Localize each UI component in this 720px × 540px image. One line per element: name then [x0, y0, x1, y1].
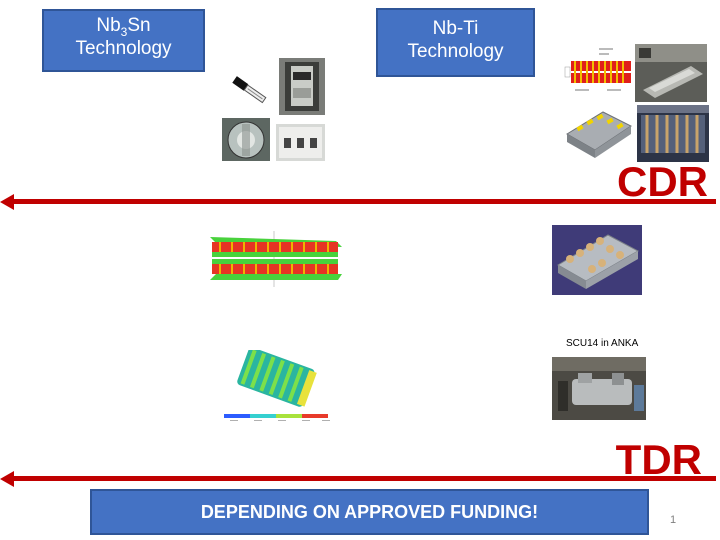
- tdr-milestone-label: TDR: [615, 436, 702, 483]
- tdr-arrowhead: [0, 471, 14, 487]
- cross-section-photo: [222, 118, 270, 161]
- nb3sn-technology-label: Technology: [75, 38, 172, 59]
- coil-winding-photo: [279, 58, 325, 115]
- cdr-arrowhead: [0, 194, 14, 210]
- scu-assembly-render-image: [552, 225, 642, 295]
- nb3sn-technology-box: Nb3Sn Technology: [42, 9, 205, 72]
- funding-note-box: DEPENDING ON APPROVED FUNDING!: [90, 489, 649, 535]
- nb3sn-label: Nb3Sn: [96, 15, 151, 39]
- nbti-label: Nb-Ti: [432, 18, 479, 39]
- page-number: 1: [670, 514, 677, 526]
- scu14-caption: SCU14 in ANKA: [566, 338, 639, 349]
- nbti-yoke-render-image: [563, 104, 635, 161]
- cdr-milestone-label: CDR: [617, 158, 708, 205]
- nbti-coil-drawing-image: [563, 45, 633, 100]
- nbti-technology-box: Nb-Ti Technology: [376, 8, 535, 77]
- field-simulation-render-image: [218, 350, 336, 424]
- nbti-cryostat-photo: [637, 105, 709, 162]
- nbti-technology-label: Technology: [407, 41, 504, 62]
- nbti-lab-photo: [635, 44, 707, 102]
- tdr-arrow: [10, 476, 716, 481]
- cdr-arrow: [10, 199, 716, 204]
- sample-coils-photo: [276, 124, 325, 161]
- undulator-coil-render-image: [206, 231, 344, 287]
- scu14-anka-photo: [552, 357, 646, 420]
- conductor-sketch-image: [226, 70, 272, 114]
